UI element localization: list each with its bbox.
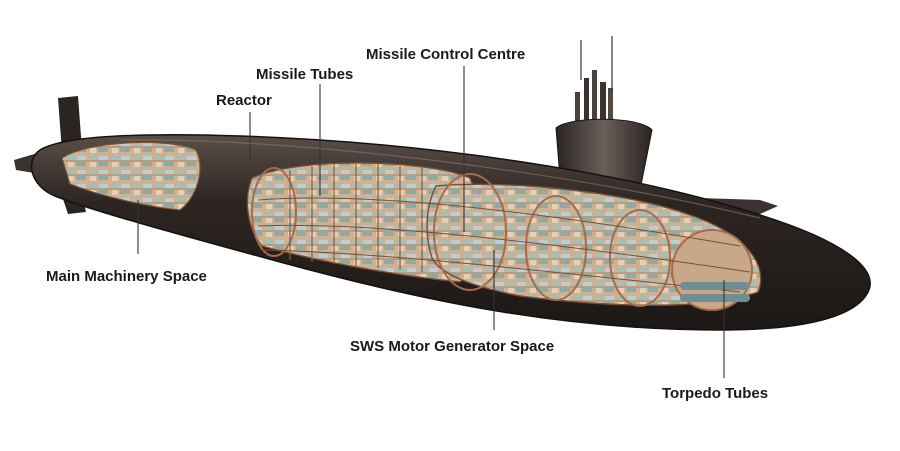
label-missile-control-centre: Missile Control Centre xyxy=(366,46,526,63)
label-missile-tubes: Missile Tubes xyxy=(256,66,354,83)
masts xyxy=(575,36,613,126)
leader-lines xyxy=(137,66,725,378)
label-torpedo-tubes: Torpedo Tubes xyxy=(662,385,769,402)
label-reactor: Reactor xyxy=(216,92,272,109)
cutaway-interior xyxy=(61,141,762,311)
label-main-machinery-space: Main Machinery Space xyxy=(46,268,207,285)
label-sws-motor-generator-space: SWS Motor Generator Space xyxy=(350,338,555,355)
aft-machinery-cutaway xyxy=(61,141,201,211)
